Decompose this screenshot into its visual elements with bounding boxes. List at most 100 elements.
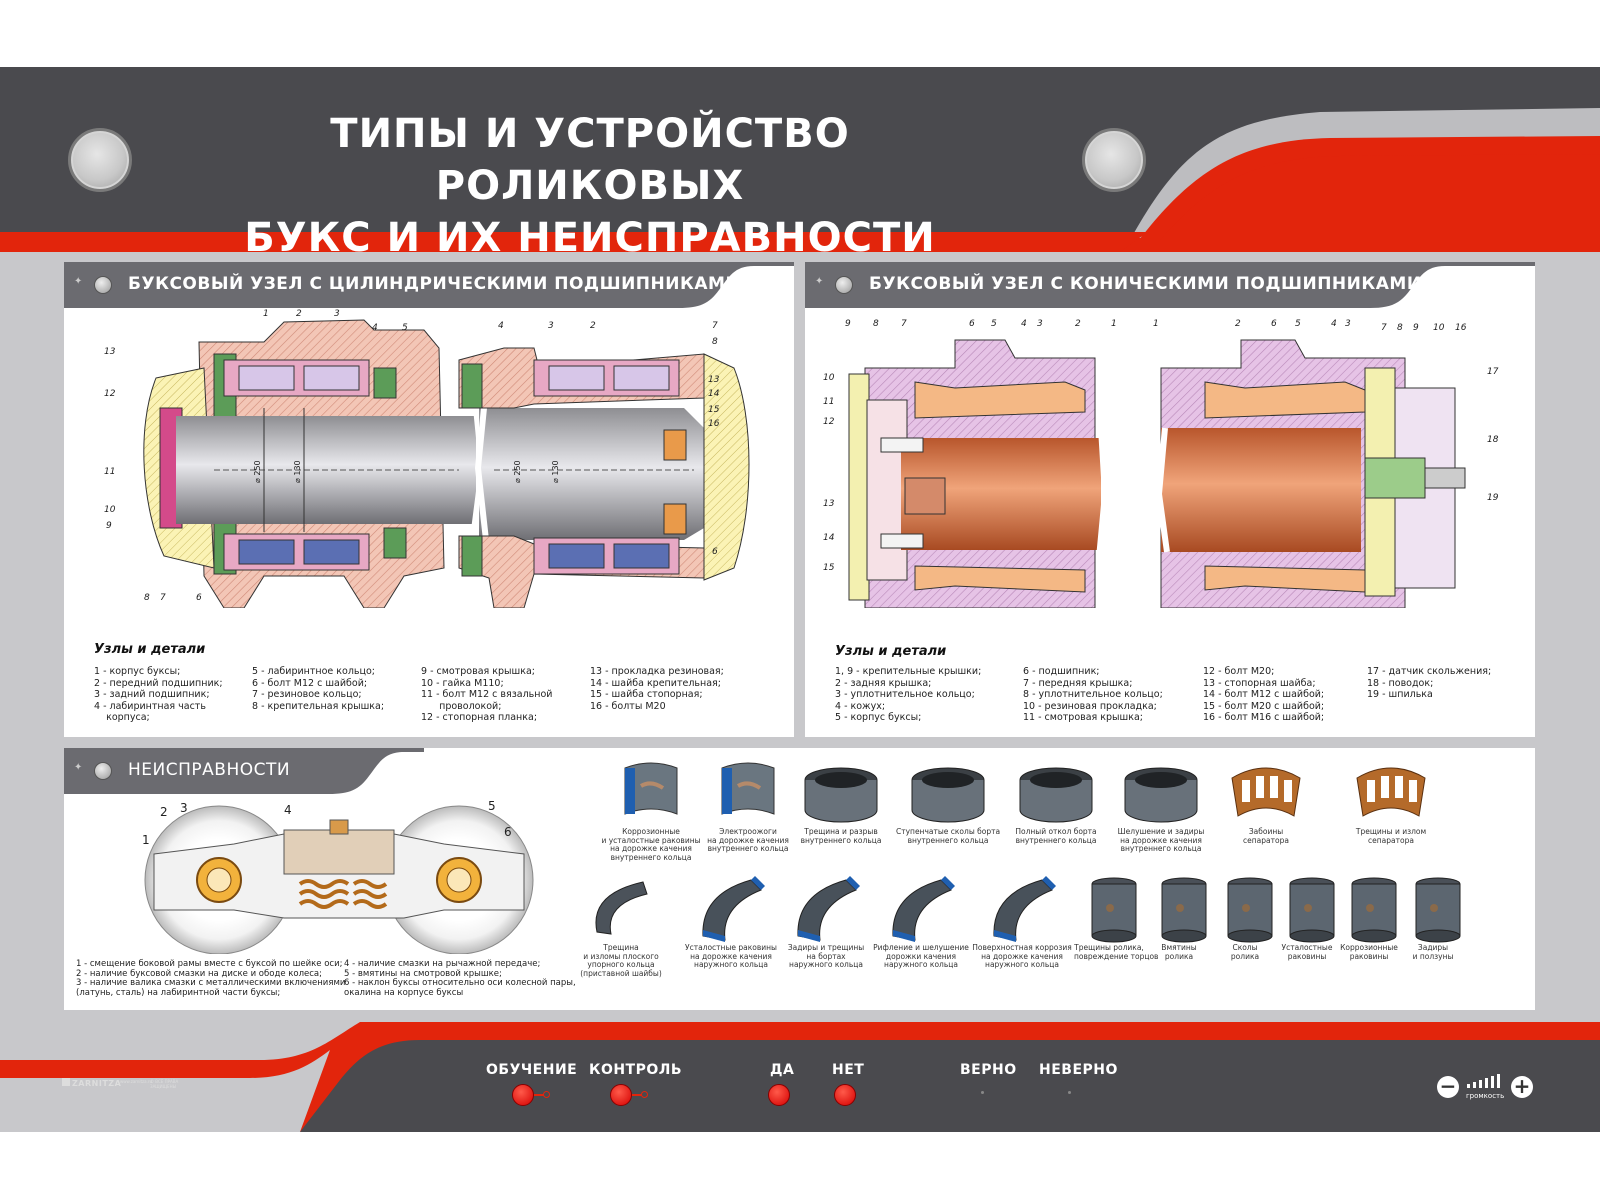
- bogie-callout-4: 4: [284, 803, 292, 817]
- z-logo-icon: [62, 1078, 70, 1086]
- fault-caption: Поверхностная коррозия на дорожке качени…: [972, 943, 1072, 969]
- callout-cl7: 7: [901, 319, 907, 329]
- callout-r13: 13: [708, 375, 720, 385]
- callout-r6: 6: [712, 547, 718, 557]
- control-button[interactable]: [610, 1084, 632, 1106]
- dimension-130-right: ⌀ 130: [551, 460, 560, 483]
- callout-l9: 9: [106, 521, 112, 531]
- callout-cl9: 9: [845, 319, 851, 329]
- bogie-callout-2: 2: [160, 805, 168, 819]
- fault-row2-item: Вмятины ролика: [1144, 874, 1214, 961]
- callout-cr18: 18: [1487, 435, 1499, 445]
- callout-l2: 2: [296, 309, 302, 319]
- callout-cl1: 1: [1111, 319, 1117, 329]
- inner-ring-segment-electroburn-icon: [721, 762, 775, 815]
- fault-caption: Трещина и разрыв внутреннего кольца: [800, 827, 882, 845]
- brand-site: www.zarnitza.ru: [120, 1079, 153, 1084]
- bogie-legend-col-1: 1 - смещение боковой рамы вместе с буксо…: [76, 959, 346, 998]
- panel-title: БУКСОВЫЙ УЗЕЛ С ЦИЛИНДРИЧЕСКИМИ ПОДШИПНИ…: [128, 274, 741, 294]
- callout-l13: 13: [104, 347, 116, 357]
- roller-corrosion-icon: [1351, 877, 1397, 943]
- speaker-right-icon: [1082, 128, 1146, 192]
- panel-header-bg: [64, 748, 424, 794]
- callout-cl2: 2: [1075, 319, 1081, 329]
- no-label: НЕТ: [832, 1062, 865, 1078]
- panel-cylindrical: ✦ БУКСОВЫЙ УЗЕЛ С ЦИЛИНДРИЧЕСКИМИ ПОДШИП…: [64, 262, 794, 737]
- callout-l11: 11: [104, 467, 115, 477]
- callout-l3: 3: [334, 309, 340, 319]
- page-title: ТИПЫ И УСТРОЙСТВО РОЛИКОВЫХ БУКС И ИХ НЕ…: [180, 108, 1000, 264]
- legend-title: Узлы и детали: [835, 644, 947, 659]
- legend-col-2: 5 - лабиринтное кольцо;6 - болт М12 с ша…: [252, 666, 385, 712]
- control-connector: [632, 1094, 642, 1096]
- panel-header-bg: [805, 262, 1535, 308]
- outer-ring-flange-cracks-icon: [797, 876, 860, 942]
- callout-cr19: 19: [1487, 493, 1499, 503]
- dimension-250-left: ⌀ 250: [253, 460, 262, 483]
- learn-button[interactable]: [512, 1084, 534, 1106]
- fault-caption: Сколы ролика: [1230, 943, 1260, 961]
- learn-connector: [534, 1094, 544, 1096]
- legend-col-3: 9 - смотровая крышка;10 - гайка М110;11 …: [421, 666, 553, 723]
- fault-caption: Трещины и излом сепаратора: [1355, 827, 1427, 845]
- callout-cl10: 10: [823, 373, 835, 383]
- dimension-250-right: ⌀ 250: [513, 460, 522, 483]
- callout-l8: 8: [144, 593, 150, 603]
- panel-speaker-icon: [94, 762, 112, 780]
- fault-row1-item: Трещины и излом сепаратора: [1339, 758, 1443, 845]
- fault-caption: Шелушение и задиры на дорожке качения вн…: [1117, 827, 1205, 853]
- callout-l5: 5: [402, 323, 408, 333]
- volume-down-button[interactable]: −: [1437, 1076, 1459, 1098]
- thrust-ring-crack-icon: [595, 881, 648, 935]
- bogie-callout-6: 6: [504, 825, 512, 839]
- bogie-drawing: 1 2 3 4 5 6: [142, 799, 534, 954]
- roller-crack-icon: [1091, 877, 1137, 943]
- volume-up-button[interactable]: +: [1511, 1076, 1533, 1098]
- legend-col-1: 1 - корпус буксы;2 - передний подшипник;…: [94, 666, 223, 723]
- callout-r3: 3: [548, 321, 554, 331]
- plus-icon: ✦: [815, 276, 824, 287]
- yes-button[interactable]: [768, 1084, 790, 1106]
- fault-caption: Ступенчатые сколы борта внутреннего коль…: [896, 827, 1001, 845]
- fault-row2-item: Трещина и изломы плоского упорного кольц…: [569, 874, 673, 978]
- conical-axlebox-drawing: 9 8 7 6 5 4 3 2 1 10 11 12 13 14 15 1 2 …: [823, 319, 1499, 608]
- fault-row2-item: Коррозионные раковины: [1334, 874, 1404, 961]
- fault-row2-item: Задиры и ползуны: [1398, 874, 1468, 961]
- panel-title: НЕИСПРАВНОСТИ: [128, 760, 291, 780]
- inner-ring-flange-break-icon: [1019, 767, 1093, 823]
- fault-row2-item: Задиры и трещины на бортах наружного кол…: [774, 874, 878, 970]
- callout-r16: 16: [708, 419, 720, 429]
- callout-cl8: 8: [873, 319, 879, 329]
- legend-col-1: 1, 9 - крепительные крышки;2 - задняя кр…: [835, 666, 982, 723]
- learn-label: ОБУЧЕНИЕ: [486, 1062, 578, 1078]
- inner-ring-segment-corrosion-icon: [624, 762, 678, 815]
- roller-dents-icon: [1161, 877, 1207, 943]
- roller-fatigue-icon: [1289, 877, 1335, 943]
- fault-caption: Задиры и ползуны: [1412, 943, 1454, 961]
- control-label: КОНТРОЛЬ: [589, 1062, 683, 1078]
- fault-row1-item: Электроожоги на дорожке качения внутренн…: [696, 758, 800, 854]
- panel-header-bg: [64, 262, 794, 308]
- fault-row1-item: Трещина и разрыв внутреннего кольца: [789, 758, 893, 845]
- fault-caption: Забоины сепаратора: [1243, 827, 1289, 845]
- fault-caption: Трещины ролика, повреждение торцов: [1074, 943, 1159, 961]
- callout-cr3: 3: [1345, 319, 1351, 329]
- fault-row2-item: Усталостные раковины: [1272, 874, 1342, 961]
- callout-cr8: 8: [1397, 323, 1403, 333]
- fault-row1-item: Шелушение и задиры на дорожке качения вн…: [1109, 758, 1213, 854]
- callout-r15: 15: [708, 405, 720, 415]
- dimension-130-left: ⌀ 130: [293, 460, 302, 483]
- callout-cr16: 16: [1455, 323, 1467, 333]
- legend-col-2: 6 - подшипник;7 - передняя крышка;8 - уп…: [1023, 666, 1163, 723]
- fault-row1-item: Ступенчатые сколы борта внутреннего коль…: [896, 758, 1000, 845]
- callout-r14: 14: [708, 389, 720, 399]
- fault-row1-item: Забоины сепаратора: [1214, 758, 1318, 845]
- callout-r2: 2: [590, 321, 596, 331]
- plus-icon: ✦: [74, 762, 83, 773]
- fault-row2-item: Поверхностная коррозия на дорожке качени…: [970, 874, 1074, 970]
- fault-caption: Усталостные раковины на дорожке качения …: [685, 943, 777, 969]
- callout-l7: 7: [160, 593, 166, 603]
- fault-caption: Коррозионные раковины: [1340, 943, 1398, 961]
- cylindrical-axlebox-drawing: ⌀ 250 ⌀ 130 ⌀ 250 ⌀ 130 1 2 3 4 5 13 12 …: [104, 309, 750, 608]
- no-button[interactable]: [834, 1084, 856, 1106]
